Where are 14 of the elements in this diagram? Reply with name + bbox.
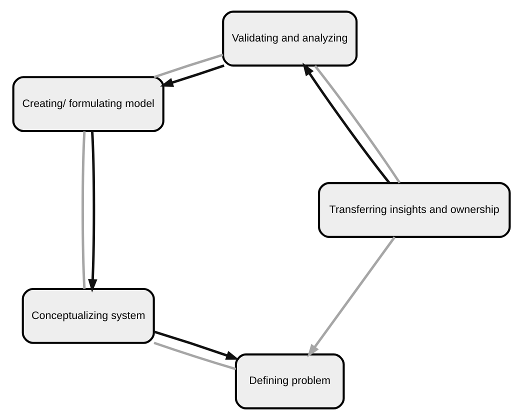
- connector: [154, 342, 236, 370]
- arrow: [154, 330, 240, 360]
- node-box: Conceptualizing system: [22, 288, 155, 344]
- node-box: Defining problem: [234, 353, 345, 410]
- node-box: Validating and analyzing: [222, 10, 358, 67]
- node-box: Creating/ formulating model: [12, 76, 164, 132]
- connector: [82, 131, 86, 289]
- arrow: [88, 131, 98, 292]
- arrow: [307, 236, 396, 358]
- arrow: [302, 62, 390, 184]
- node-box: Transferring insights and ownership: [318, 182, 511, 238]
- arrow: [160, 64, 224, 87]
- connector: [314, 65, 401, 184]
- connector: [154, 54, 224, 78]
